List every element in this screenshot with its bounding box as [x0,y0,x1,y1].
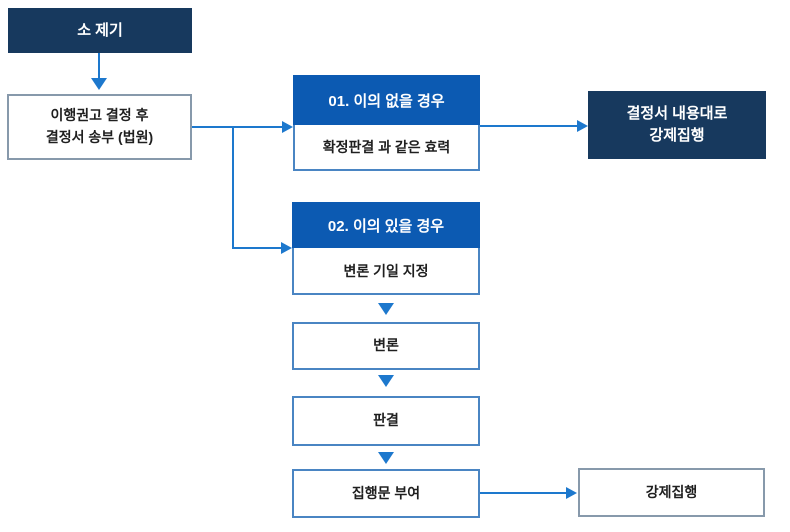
arrow-down-icon [378,452,394,464]
node-case1-body-label: 확정판결 과 같은 효력 [322,139,451,155]
node-enforce-decision-line2: 강제집행 [649,127,705,144]
node-case2-body: 변론 기일 지정 [292,248,480,295]
arrow-down-icon [378,303,394,315]
connector-filing-to-recommendation [98,53,100,79]
node-case1-header: 01. 이의 없을 경우 [293,75,480,125]
node-case1-body: 확정판결 과 같은 효력 [293,125,480,171]
node-case1-header-label: 01. 이의 없을 경우 [328,92,445,110]
node-case2-header-label: 02. 이의 있을 경우 [327,217,445,235]
arrow-right-icon [577,120,588,132]
arrow-right-icon [282,121,293,133]
node-judgment-label: 판결 [373,412,399,429]
node-recommendation-line1: 이행권고 결정 후 [50,107,149,124]
node-case2: 02. 이의 있을 경우 변론 기일 지정 [292,202,480,295]
node-execution-clause: 집행문 부여 [292,469,480,518]
node-enforce-decision: 결정서 내용대로 강제집행 [588,91,766,159]
node-pleading: 변론 [292,322,480,370]
arrow-right-icon [281,242,292,254]
node-recommendation-line2: 결정서 송부 (법원) [45,129,154,145]
node-enforcement-label: 강제집행 [645,483,698,500]
node-filing-label: 소 제기 [77,21,123,39]
connector-branch-vertical [232,126,234,249]
node-pleading-label: 변론 [373,337,399,354]
node-case2-body-label: 변론 기일 지정 [343,262,429,279]
connector-recommendation-to-case1 [192,126,282,128]
node-case1: 01. 이의 없을 경우 확정판결 과 같은 효력 [293,75,480,171]
node-enforcement: 강제집행 [578,468,765,517]
node-recommendation: 이행권고 결정 후 결정서 송부 (법원) [7,94,192,160]
node-execution-clause-label: 집행문 부여 [351,484,421,501]
node-filing: 소 제기 [8,8,192,53]
node-enforce-decision-line1: 결정서 내용대로 [626,105,728,123]
connector-execution-clause-to-enforcement [480,492,567,494]
node-judgment: 판결 [292,396,480,446]
arrow-down-icon [91,78,107,90]
node-case2-header: 02. 이의 있을 경우 [292,202,480,248]
arrow-down-icon [378,375,394,387]
arrow-right-icon [566,487,577,499]
connector-case1-to-enforce-decision [480,125,577,127]
connector-branch-to-case2 [232,247,282,249]
